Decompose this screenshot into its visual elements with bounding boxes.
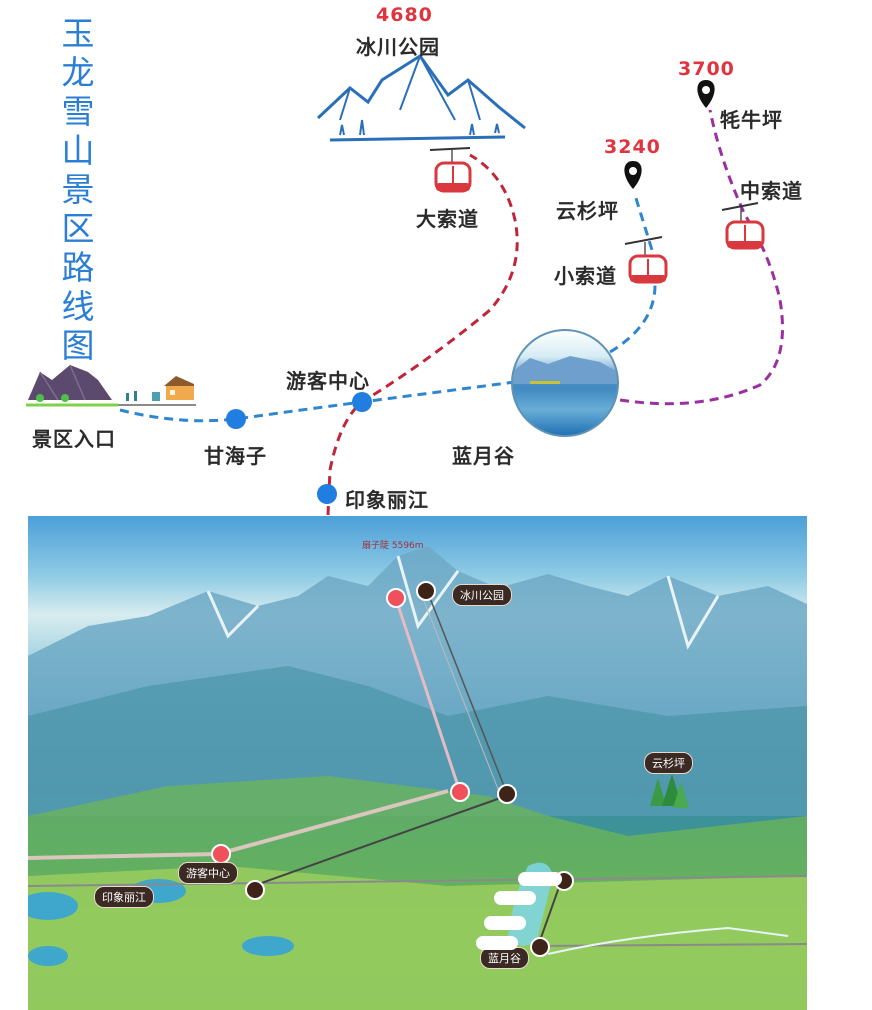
lake-label-pill[interactable] [494, 891, 536, 905]
cableway-base-station-dot[interactable] [450, 782, 470, 802]
title-char: 山 [61, 131, 95, 170]
ganhaizi-stop-dot[interactable] [226, 409, 246, 429]
title-char: 区 [61, 209, 95, 248]
title-char: 图 [61, 326, 95, 365]
title-char: 路 [61, 248, 95, 287]
glacier-altitude: 4680 [376, 4, 433, 26]
map-glacier-park-pill[interactable]: 冰川公园 [452, 584, 512, 606]
blue-moon-valley-image[interactable] [511, 329, 619, 437]
mid-cableway-label: 中索道 [740, 179, 803, 203]
small-cableway-line [609, 194, 657, 354]
entrance-label: 景区入口 [32, 427, 116, 451]
blue-route-line [119, 380, 516, 423]
visitor-center-red-dot[interactable] [211, 844, 231, 864]
map-spruce-meadow-pill[interactable]: 云杉坪 [644, 752, 693, 774]
mid-cableway-car-icon [721, 202, 765, 250]
map-terrain [28, 546, 807, 1010]
map-peak-note: 扇子陡 5596m [362, 541, 424, 551]
yunshanping-altitude: 3240 [604, 136, 661, 158]
route-diagram [26, 53, 784, 516]
map-impression-pill[interactable]: 印象丽江 [94, 886, 154, 908]
title-char: 龙 [61, 53, 95, 92]
blue-moon-valley-label: 蓝月谷 [452, 444, 515, 468]
mid-cableway-line [619, 109, 784, 406]
lake-label-pill[interactable] [518, 872, 562, 886]
entrance-mountain-icon [26, 364, 196, 407]
glacier-park-station-dot[interactable] [416, 581, 436, 601]
yunshanping-pin-icon [624, 161, 642, 189]
ganhaizi-label: 甘海子 [204, 444, 267, 468]
big-cableway-line [326, 153, 519, 516]
title-char: 玉 [61, 14, 95, 53]
map-title: 玉 龙 雪 山 景 区 路 线 图 [58, 14, 98, 365]
big-cableway-label: 大索道 [416, 207, 479, 231]
glacier-park-label: 冰川公园 [356, 35, 440, 59]
ganhaizi-station-dot[interactable] [497, 784, 517, 804]
glacier-mountain-icon [316, 53, 526, 142]
title-char: 雪 [61, 92, 95, 131]
title-char: 景 [61, 170, 95, 209]
maoniuping-pin-icon [697, 80, 715, 108]
visitor-center-label: 游客中心 [286, 369, 370, 393]
map-visitor-center-pill[interactable]: 游客中心 [178, 862, 238, 884]
visitor-center-stop-dot[interactable] [352, 392, 372, 412]
visitor-center-brown-dot[interactable] [245, 880, 265, 900]
lake-label-pill[interactable] [484, 916, 526, 930]
glacier-lower-station-dot[interactable] [386, 588, 406, 608]
big-cableway-car-icon [429, 147, 472, 193]
small-cableway-label: 小索道 [554, 264, 617, 288]
lake-label-pill[interactable] [476, 936, 518, 950]
illustrated-scenic-map[interactable]: 冰川公园 游客中心 印象丽江 云杉坪 蓝月谷 扇子陡 5596m [28, 516, 807, 1010]
title-char: 线 [61, 287, 95, 326]
entrance-house-icon [164, 376, 194, 400]
blue-moon-station-dot[interactable] [530, 937, 550, 957]
map-blue-moon-pill[interactable]: 蓝月谷 [480, 947, 529, 969]
impression-stop-dot[interactable] [317, 484, 337, 504]
maoniuping-altitude: 3700 [678, 58, 735, 80]
impression-label: 印象丽江 [345, 488, 429, 512]
yunshanping-label: 云杉坪 [556, 199, 619, 223]
maoniuping-label: 牦牛坪 [720, 108, 783, 132]
small-cableway-car-icon [624, 236, 668, 284]
